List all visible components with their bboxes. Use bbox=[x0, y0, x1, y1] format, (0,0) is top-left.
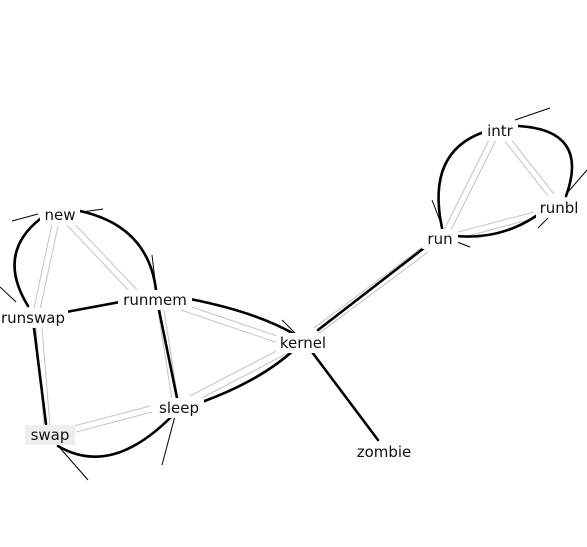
tick-2 bbox=[81, 208, 104, 213]
edge-runmem-kernel bbox=[188, 297, 296, 336]
tick-11 bbox=[567, 169, 587, 193]
arrow-ticks bbox=[0, 107, 587, 481]
edge-runswap-runmem bbox=[64, 300, 122, 314]
node-label-new: new bbox=[44, 206, 75, 224]
edge-sleep-kernel-light bbox=[189, 345, 291, 403]
node-label-runbl: runbl bbox=[540, 199, 579, 217]
edge-runswap-swap-light bbox=[35, 327, 51, 427]
tick-10 bbox=[514, 107, 551, 121]
node-run[interactable]: run bbox=[422, 229, 458, 249]
light-edges bbox=[33, 137, 555, 433]
heavy-edges bbox=[13, 124, 574, 458]
node-label-swap: swap bbox=[31, 426, 70, 444]
tick-5 bbox=[281, 319, 297, 335]
tick-1 bbox=[11, 213, 39, 222]
edge-runmem-sleep bbox=[157, 308, 179, 400]
edge-intr-runbl bbox=[516, 124, 574, 198]
node-label-kernel: kernel bbox=[280, 334, 326, 352]
edge-run-intr bbox=[437, 130, 486, 230]
node-sleep[interactable]: sleep bbox=[154, 398, 204, 418]
edge-run-runbl-light bbox=[457, 211, 537, 239]
edge-new-runswap bbox=[13, 217, 42, 308]
node-runbl[interactable]: runbl bbox=[536, 198, 584, 218]
node-swap[interactable]: swap bbox=[25, 425, 75, 445]
tick-3 bbox=[151, 254, 157, 290]
tick-12 bbox=[537, 217, 549, 229]
edge-new-runswap-light bbox=[33, 223, 59, 311]
edge-sleep-swap-light bbox=[73, 405, 153, 433]
node-intr[interactable]: intr bbox=[482, 121, 518, 141]
edge-kernel-run-light bbox=[313, 245, 429, 335]
tick-6 bbox=[161, 415, 176, 466]
node-label-sleep: sleep bbox=[159, 399, 199, 417]
edge-sleep-kernel bbox=[200, 346, 298, 404]
edge-runbl-run bbox=[454, 214, 538, 238]
node-runmem[interactable]: runmem bbox=[118, 290, 192, 310]
node-label-runswap: runswap bbox=[1, 309, 65, 327]
edge-run-intr-light bbox=[443, 137, 497, 233]
node-runswap[interactable]: runswap bbox=[0, 308, 68, 328]
edge-kernel-run bbox=[316, 246, 426, 332]
edge-intr-runbl-light bbox=[503, 137, 555, 197]
tick-8 bbox=[431, 199, 443, 227]
edge-swap-sleep bbox=[56, 412, 176, 458]
edge-kernel-zombie bbox=[310, 350, 380, 442]
node-label-zombie: zombie bbox=[357, 443, 412, 461]
edge-new-runmem-light bbox=[63, 218, 139, 295]
edge-new-runmem bbox=[78, 209, 158, 292]
node-label-run: run bbox=[427, 230, 452, 248]
edge-runmem-kernel-light bbox=[177, 302, 281, 344]
node-label-intr: intr bbox=[487, 122, 514, 140]
node-label-runmem: runmem bbox=[123, 291, 187, 309]
node-kernel[interactable]: kernel bbox=[276, 333, 330, 353]
tick-7 bbox=[59, 447, 89, 481]
node-zombie[interactable]: zombie bbox=[352, 442, 416, 462]
edge-runswap-swap bbox=[32, 326, 48, 426]
tick-4 bbox=[0, 286, 17, 303]
node-new[interactable]: new bbox=[40, 205, 80, 225]
